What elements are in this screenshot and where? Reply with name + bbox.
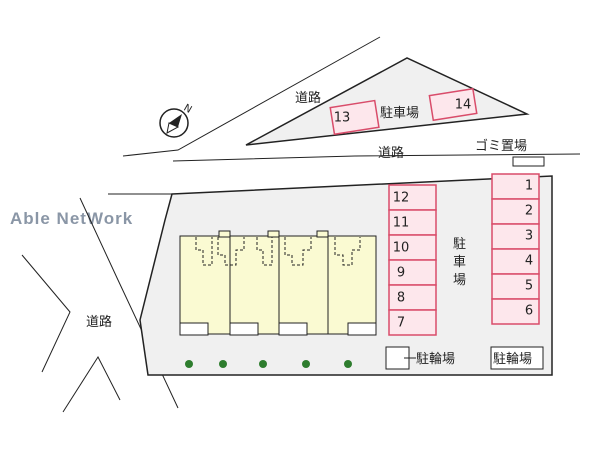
parking-number: 14	[455, 98, 472, 113]
parking-lot-upper	[245, 57, 530, 146]
parking-label-upper: 駐車場	[380, 106, 419, 121]
entrance	[347, 322, 377, 336]
entrance	[278, 322, 308, 336]
tree-icon	[259, 360, 267, 368]
parking-number: 9	[397, 266, 405, 281]
road-edge-top	[122, 36, 381, 157]
parking-space	[491, 223, 540, 250]
building-unit	[278, 235, 329, 335]
bicycle-parking-label-right: 駐輪場	[493, 351, 532, 367]
parking-number: 10	[393, 241, 410, 256]
parking-space	[491, 298, 540, 325]
parking-space	[388, 259, 437, 286]
watermark: Able NetWork	[10, 209, 133, 228]
road-edge-mid	[172, 153, 581, 162]
tree-icon	[185, 360, 193, 368]
parking-number: 11	[393, 216, 410, 231]
bicycle-parking-box-right	[490, 346, 544, 370]
bicycle-parking-label-left: 駐輪場	[416, 351, 455, 367]
parking-label-main-1: 駐	[453, 237, 466, 252]
parking-space	[491, 248, 540, 275]
parking-number: 6	[525, 304, 533, 319]
parking-space	[388, 234, 437, 261]
parking-space	[388, 284, 437, 311]
parking-column-center: 12 11 10 9 8 7	[388, 184, 437, 336]
parking-number: 12	[393, 191, 410, 206]
north-letter: N	[182, 103, 194, 116]
parking-space	[491, 273, 540, 300]
tree-icon	[344, 360, 352, 368]
parking-space-14: 14	[428, 87, 478, 122]
parking-column-right: 1 2 3 4 5 6	[491, 173, 540, 325]
parking-number: 13	[334, 111, 351, 126]
parking-number: 4	[525, 254, 533, 269]
road-label-left: 道路	[86, 314, 112, 330]
tree-icon	[219, 360, 227, 368]
road-edge-left-c	[21, 254, 71, 373]
trees	[185, 360, 352, 368]
building-unit	[179, 235, 231, 335]
parking-label-main-2: 車	[453, 255, 466, 270]
parking-space	[491, 173, 540, 200]
north-arrow-icon: N	[159, 103, 194, 138]
parking-space	[388, 209, 437, 236]
parking-number: 1	[525, 179, 533, 194]
parking-label-main-3: 場	[453, 273, 466, 288]
entrance	[179, 322, 209, 336]
road-label-mid: 道路	[378, 145, 404, 161]
parking-number: 7	[397, 316, 405, 331]
parking-number: 2	[525, 204, 533, 219]
building-unit	[229, 235, 280, 335]
building	[179, 230, 377, 336]
garbage-area	[512, 156, 545, 167]
parking-number: 3	[525, 229, 533, 244]
road-edge-left-d	[62, 355, 121, 413]
building-unit	[327, 235, 377, 335]
parking-space-13: 13	[329, 99, 380, 136]
parking-number: 8	[397, 291, 405, 306]
entrance	[229, 322, 259, 336]
parking-space	[388, 309, 437, 336]
garbage-label: ゴミ置場	[475, 138, 527, 154]
road-label-top: 道路	[295, 90, 321, 106]
parking-number: 5	[525, 279, 533, 294]
tree-icon	[302, 360, 310, 368]
